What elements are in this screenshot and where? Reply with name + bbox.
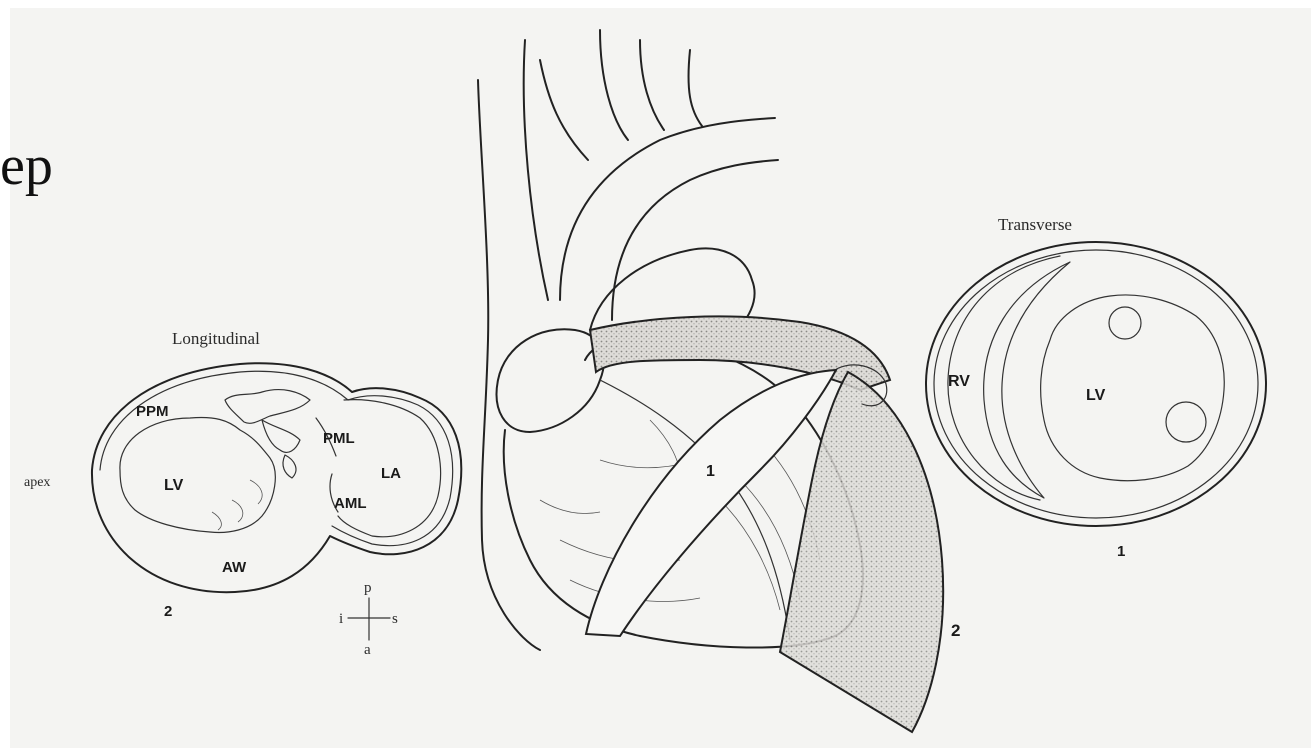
papillary-muscle-structure bbox=[225, 390, 310, 424]
longitudinal-outer-outline bbox=[92, 363, 461, 592]
chordae-structure bbox=[262, 420, 300, 478]
label-la: LA bbox=[381, 465, 401, 482]
orientation-p: p bbox=[364, 580, 372, 596]
brachiocephalic-artery bbox=[540, 30, 628, 160]
label-aml: AML bbox=[334, 495, 367, 512]
longitudinal-section: Longitudinal PPM PML LV LA AML AW apex 2 bbox=[24, 329, 461, 620]
label-ppm: PPM bbox=[136, 403, 169, 420]
aortic-arch bbox=[560, 118, 775, 300]
transverse-title: Transverse bbox=[998, 215, 1072, 234]
transverse-section: Transverse RV LV 1 bbox=[926, 215, 1266, 560]
papillary-muscle-lower bbox=[1166, 402, 1206, 442]
transverse-outer-outline bbox=[926, 242, 1266, 526]
label-apex: apex bbox=[24, 475, 50, 490]
label-rv: RV bbox=[948, 373, 970, 390]
longitudinal-number: 2 bbox=[164, 603, 172, 620]
label-lv-transverse: LV bbox=[1086, 387, 1106, 404]
plane-1-label: 1 bbox=[706, 463, 715, 480]
aortic-arch-inner bbox=[612, 160, 778, 320]
orientation-i: i bbox=[339, 611, 343, 627]
papillary-muscle-upper bbox=[1109, 307, 1141, 339]
imaging-plane-2 bbox=[780, 372, 943, 732]
orientation-cross: p a i s bbox=[339, 580, 398, 658]
right-atrium bbox=[497, 329, 604, 432]
transverse-inner-outline bbox=[934, 250, 1258, 518]
orientation-a: a bbox=[364, 642, 371, 658]
lv-cavity-transverse bbox=[1041, 295, 1225, 481]
orientation-s: s bbox=[392, 611, 398, 627]
longitudinal-title: Longitudinal bbox=[172, 329, 260, 348]
rv-cavity bbox=[984, 262, 1070, 498]
transverse-number: 1 bbox=[1117, 543, 1125, 560]
heart-illustration: 1 2 bbox=[478, 30, 960, 732]
plane-2-label: 2 bbox=[951, 621, 960, 640]
label-lv-longitudinal: LV bbox=[164, 477, 184, 494]
label-pml: PML bbox=[323, 430, 355, 447]
label-aw: AW bbox=[222, 559, 247, 576]
lv-cavity-outline bbox=[120, 418, 275, 533]
left-carotid bbox=[640, 40, 702, 130]
superior-vena-cava bbox=[478, 80, 540, 650]
